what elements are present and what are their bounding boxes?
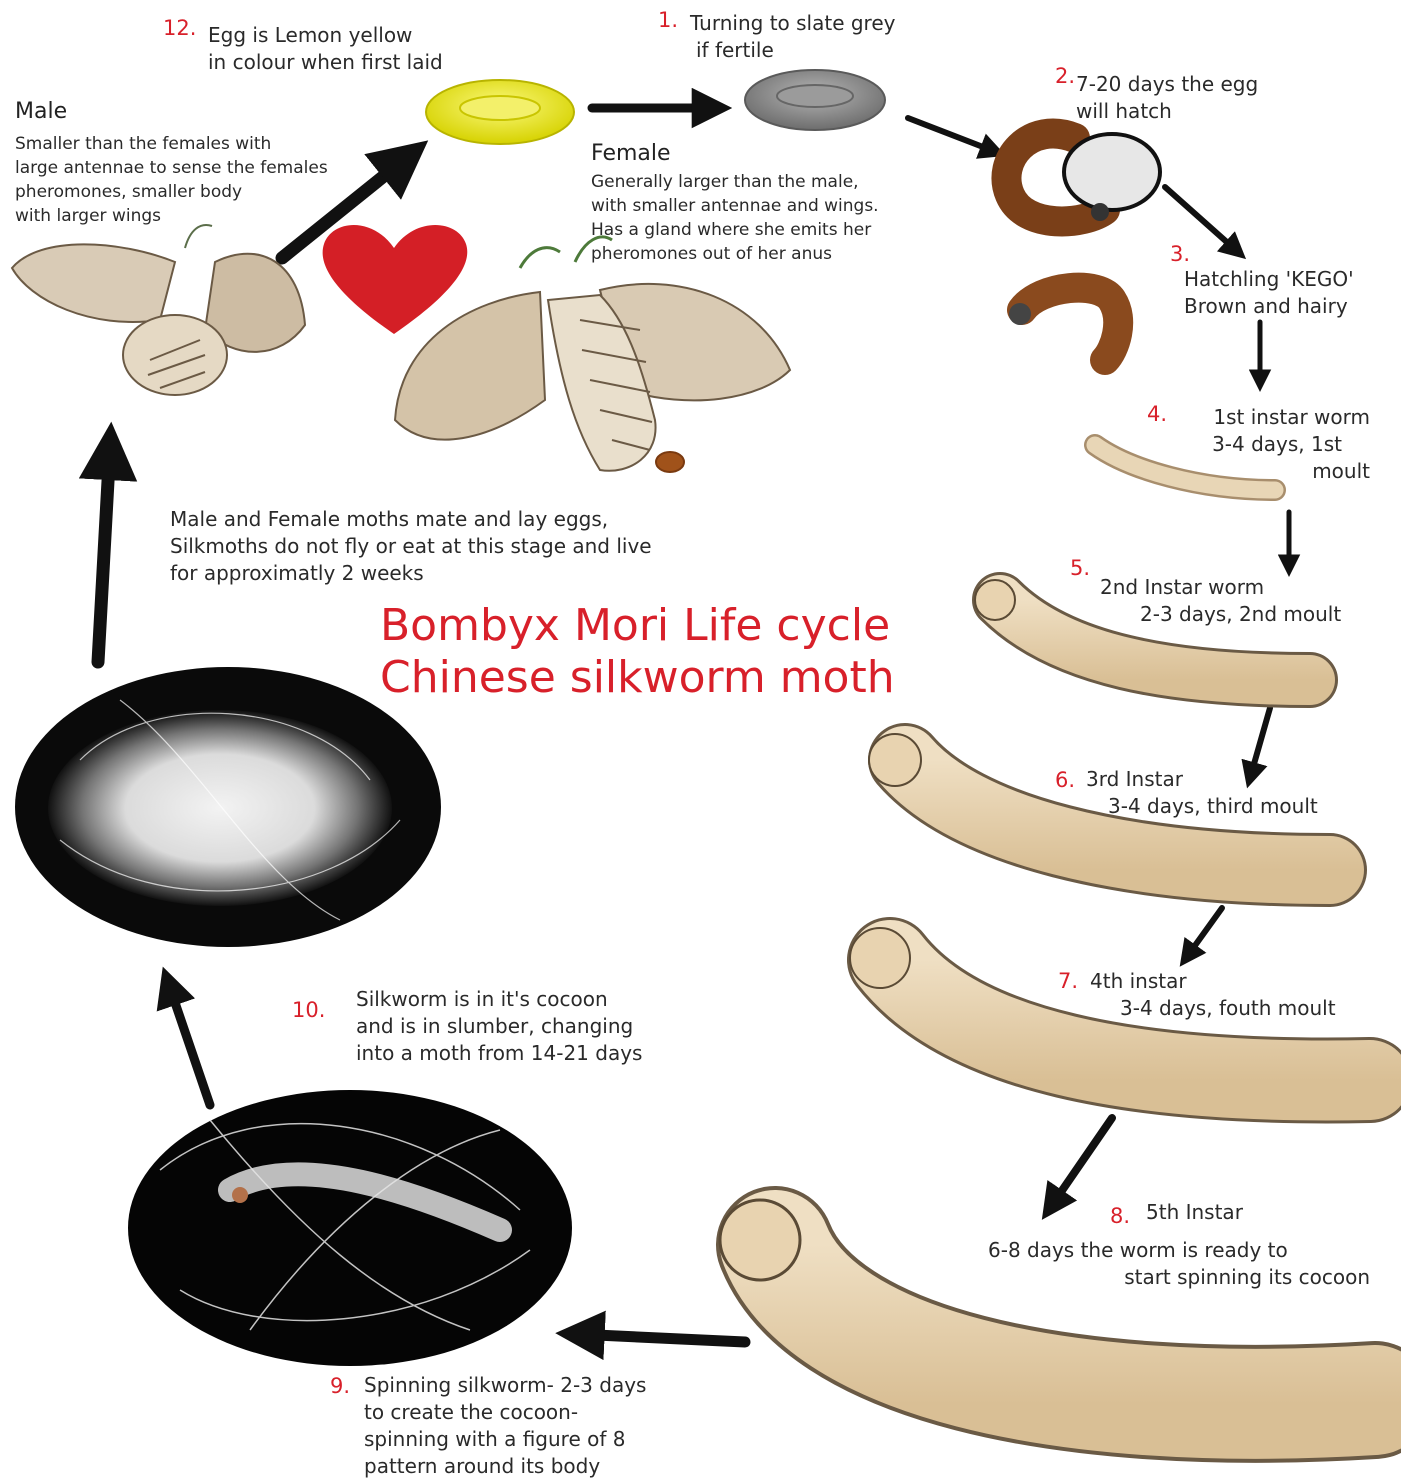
stage-9-text: Spinning silkworm- 2-3 days to create th… xyxy=(364,1372,646,1480)
stage-10-number: 10. xyxy=(292,998,325,1022)
stage-8-text: 6-8 days the worm is ready to start spin… xyxy=(976,1237,1370,1291)
stage-12-number: 12. xyxy=(163,16,196,40)
spinning-silkworm-illustration xyxy=(128,1090,572,1366)
stage-2-number: 2. xyxy=(1055,64,1075,88)
male-description: Smaller than the females with large ante… xyxy=(15,132,328,228)
stage-6-text: 3rd Instar 3-4 days, third moult xyxy=(1086,766,1318,820)
female-description: Generally larger than the male, with sma… xyxy=(591,170,879,266)
diagram-title: Bombyx Mori Life cycle Chinese silkworm … xyxy=(380,600,1000,704)
male-moth-illustration xyxy=(12,225,305,395)
stage-4-text: 1st instar worm 3-4 days, 1st moult xyxy=(1160,404,1370,485)
stage-1-number: 1. xyxy=(658,8,678,32)
stage-7-number: 7. xyxy=(1058,969,1078,993)
yellow-egg-icon xyxy=(426,80,574,144)
stage-3-text: Hatchling 'KEGO' Brown and hairy xyxy=(1184,266,1354,320)
hatching-larva-illustration xyxy=(1006,134,1160,222)
stage-6-number: 6. xyxy=(1055,768,1075,792)
stage-10-text: Silkworm is in it's cocoon and is in slu… xyxy=(356,986,642,1067)
stage-12-text: Egg is Lemon yellow in colour when first… xyxy=(208,22,443,76)
cocoon-icon xyxy=(15,667,441,947)
stage-5-text: 2nd Instar worm 2-3 days, 2nd moult xyxy=(1100,574,1341,628)
stage-3-number: 3. xyxy=(1170,242,1190,266)
stage-9-number: 9. xyxy=(330,1374,350,1398)
heart-icon xyxy=(323,225,468,334)
female-heading: Female xyxy=(591,140,671,168)
stage-5-number: 5. xyxy=(1070,556,1090,580)
grey-egg-icon xyxy=(745,70,885,130)
hatchling-kego-illustration xyxy=(1009,288,1118,360)
mating-description: Male and Female moths mate and lay eggs,… xyxy=(170,506,652,587)
male-heading: Male xyxy=(15,98,67,126)
larva-5th-instar xyxy=(720,1200,1375,1404)
stage-8-number: 8. xyxy=(1110,1204,1130,1228)
stage-8-title: 5th Instar xyxy=(1146,1199,1243,1226)
stage-7-text: 4th instar 3-4 days, fouth moult xyxy=(1090,968,1336,1022)
stage-1-text: Turning to slate grey if fertile xyxy=(690,10,895,64)
stage-2-text: 7-20 days the egg will hatch xyxy=(1076,71,1258,125)
